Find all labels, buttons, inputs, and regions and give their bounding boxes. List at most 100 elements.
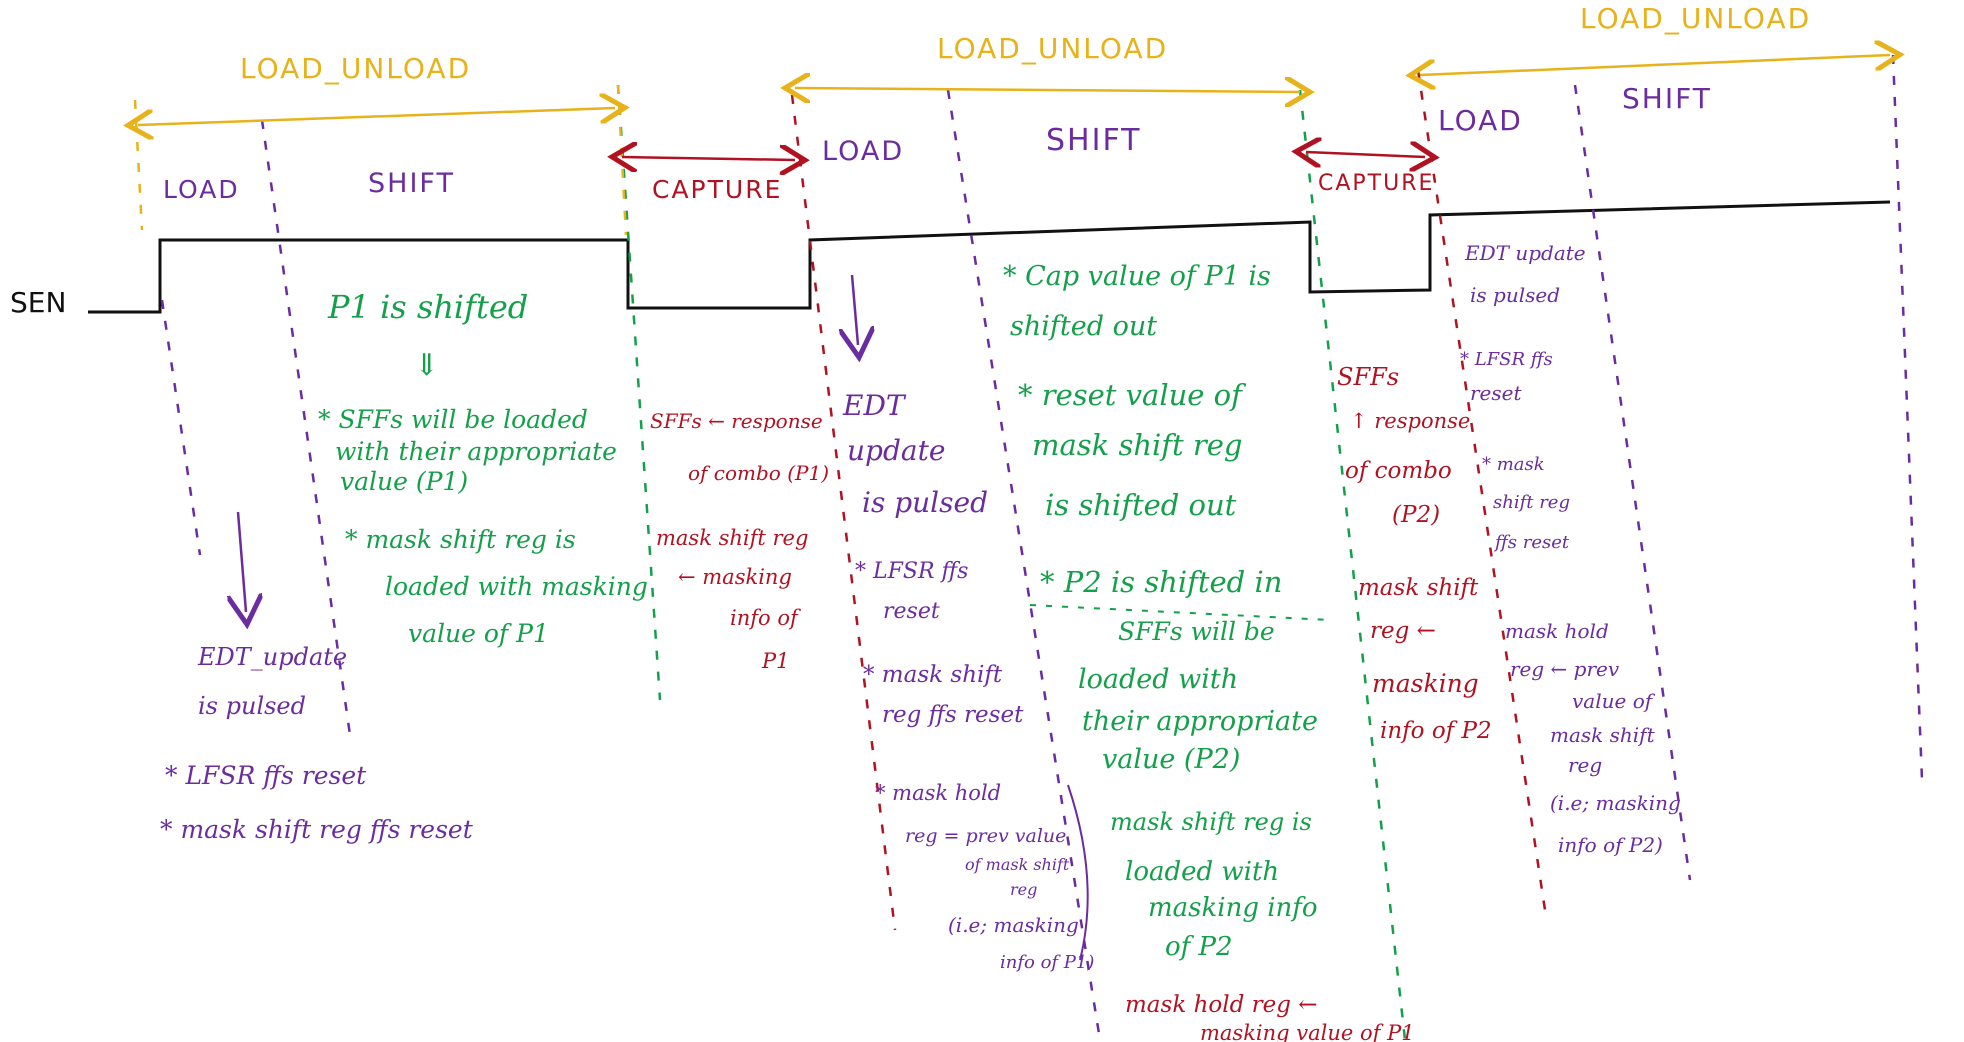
shift2-note-line: loaded with (1078, 664, 1238, 695)
shift2-note-line: masking info (1148, 893, 1318, 923)
load2-note-line: of mask shift (965, 855, 1070, 874)
shift2-note-line: SFFs will be (1118, 617, 1275, 646)
load-unload-3-label: LOAD_UNLOAD (1580, 2, 1811, 35)
load2-note-line: update (847, 434, 945, 467)
load2-note-line: reg = prev value (905, 825, 1066, 847)
sen-label: SEN (10, 286, 66, 319)
boundary-end-unload-3 (1891, 54, 1924, 781)
shift2-note-line: * Cap value of P1 is (1003, 261, 1271, 292)
load2-note-line: reset (883, 599, 940, 624)
load3-note-line: (i.e; masking (1550, 791, 1681, 815)
capture2-note-line: of combo (1345, 458, 1452, 484)
load-unload-1-arrow (138, 108, 615, 125)
load3-note-line: ffs reset (1493, 532, 1570, 553)
shift1-note-line: ⇓ (414, 348, 439, 383)
sen-waveform (88, 200, 1891, 314)
shift2-bottom-notes: SFFs will be loaded with their appropria… (1078, 617, 1318, 962)
shift2-red-notes: mask hold reg ← masking value of P1 (1125, 992, 1415, 1042)
shift1-note-line: value (P1) (340, 467, 468, 496)
boundary-start-1 (133, 99, 144, 231)
capture2-notes: SFFs ↑ response of combo (P2) mask shift… (1337, 363, 1492, 744)
capture2-note-line: mask shift (1358, 575, 1479, 601)
load-unload-3-arrow (1420, 55, 1890, 75)
capture2-note-line: reg ← (1370, 618, 1436, 644)
load2-note-line: * mask shift (863, 662, 1003, 688)
boundary-start-unload-2 (790, 94, 897, 931)
shift2-note-line: of P2 (1165, 932, 1233, 962)
capture-1-label: CAPTURE (652, 175, 782, 204)
shift2-note-line: * reset value of (1018, 378, 1247, 412)
load3-note-line: is pulsed (1470, 283, 1560, 307)
capture1-note-line: P1 (761, 649, 790, 673)
load3-note-line: mask shift (1550, 723, 1656, 747)
load1-note-line: is pulsed (198, 692, 306, 720)
load1-note-line: * LFSR ffs reset (165, 761, 367, 790)
shift2-note-line: loaded with (1125, 857, 1279, 887)
capture1-notes: SFFs ← response of combo (P1) mask shift… (650, 409, 829, 673)
shift2-red-line: mask hold reg ← (1125, 992, 1318, 1018)
capture1-note-line: of combo (P1) (688, 461, 829, 485)
capture2-note-line: info of P2 (1380, 718, 1492, 744)
load1-notes: EDT_update is pulsed * LFSR ffs reset * … (160, 643, 474, 844)
load2-bracket (1067, 784, 1089, 961)
load2-note-line: info of P1) (1000, 952, 1094, 973)
load3-note-line: reg (1568, 753, 1602, 777)
shift2-note-line: mask shift reg is (1110, 808, 1312, 836)
boundary-start-unload-3 (1416, 69, 1547, 911)
load-unload-2-arrow (795, 88, 1300, 92)
capture2-note-line: SFFs (1337, 363, 1399, 391)
capture1-note-line: ← masking (678, 565, 792, 589)
shift-3-label: SHIFT (1622, 82, 1712, 115)
load2-note-line: reg ffs reset (882, 702, 1024, 728)
capture-2-label: CAPTURE (1318, 171, 1434, 196)
shift1-note-line: loaded with masking (385, 572, 648, 601)
load3-note-line: shift reg (1493, 492, 1570, 513)
shift2-note-line: their appropriate (1082, 706, 1318, 737)
load2-note-line: * LFSR ffs (855, 559, 968, 584)
interval-arrows (138, 55, 1890, 160)
load-2-label: LOAD (822, 136, 904, 167)
load-unload-1-label: LOAD_UNLOAD (240, 52, 471, 85)
load3-note-line: reset (1470, 381, 1522, 405)
load-1-label: LOAD (163, 175, 240, 204)
load3-note-line: mask hold (1505, 619, 1609, 643)
boundary-load-shift-3 (1573, 84, 1692, 881)
shift1-note-line: with their appropriate (335, 437, 617, 466)
shift-2-label: SHIFT (1046, 123, 1142, 158)
capture2-note-line: ↑ response (1350, 409, 1470, 433)
load3-note-line: info of P2) (1558, 833, 1663, 857)
load3-note-line: reg ← prev (1510, 657, 1620, 681)
load-unload-2-label: LOAD_UNLOAD (937, 32, 1168, 65)
load2-note-line: is pulsed (862, 486, 988, 519)
boundary-end-unload-1-top (616, 84, 628, 236)
shift2-note-line: mask shift reg (1032, 428, 1243, 462)
load3-note-line: * mask (1482, 454, 1545, 475)
boundary-load-shift-2 (946, 89, 1102, 1041)
load2-note-line: (i.e; masking (948, 913, 1079, 937)
load2-notes: EDT update is pulsed * LFSR ffs reset * … (842, 389, 1094, 973)
capture1-note-line: SFFs ← response (650, 409, 823, 433)
capture-2-arrow (1306, 152, 1425, 157)
shift1-notes: P1 is shifted ⇓ * SFFs will be loaded wi… (318, 288, 648, 648)
load2-note-line: EDT (842, 389, 907, 422)
shift1-note-line: * SFFs will be loaded (318, 405, 588, 434)
shift2-note-line: shifted out (1010, 311, 1157, 342)
boundary-start-1-lower (160, 299, 202, 556)
shift2-note-line: is shifted out (1045, 488, 1237, 522)
shift2-red-line: masking value of P1 (1200, 1021, 1415, 1042)
capture-1-arrow (622, 157, 795, 160)
down-arrow-load-2 (852, 274, 858, 345)
shift2-note-line: * P2 is shifted in (1040, 565, 1282, 599)
load2-note-line: reg (1010, 880, 1037, 899)
shift1-note-line: value of P1 (408, 619, 549, 648)
load3-note-line: * LFSR ffs (1460, 349, 1553, 370)
load3-note-line: EDT update (1464, 241, 1586, 265)
load1-note-line: EDT_update (197, 643, 347, 671)
shift-1-label: SHIFT (368, 168, 455, 199)
load-3-label: LOAD (1438, 104, 1523, 137)
shift1-note-line: * mask shift reg is (345, 525, 576, 554)
load1-note-line: * mask shift reg ffs reset (160, 815, 474, 844)
down-arrow-load-1 (238, 511, 246, 612)
